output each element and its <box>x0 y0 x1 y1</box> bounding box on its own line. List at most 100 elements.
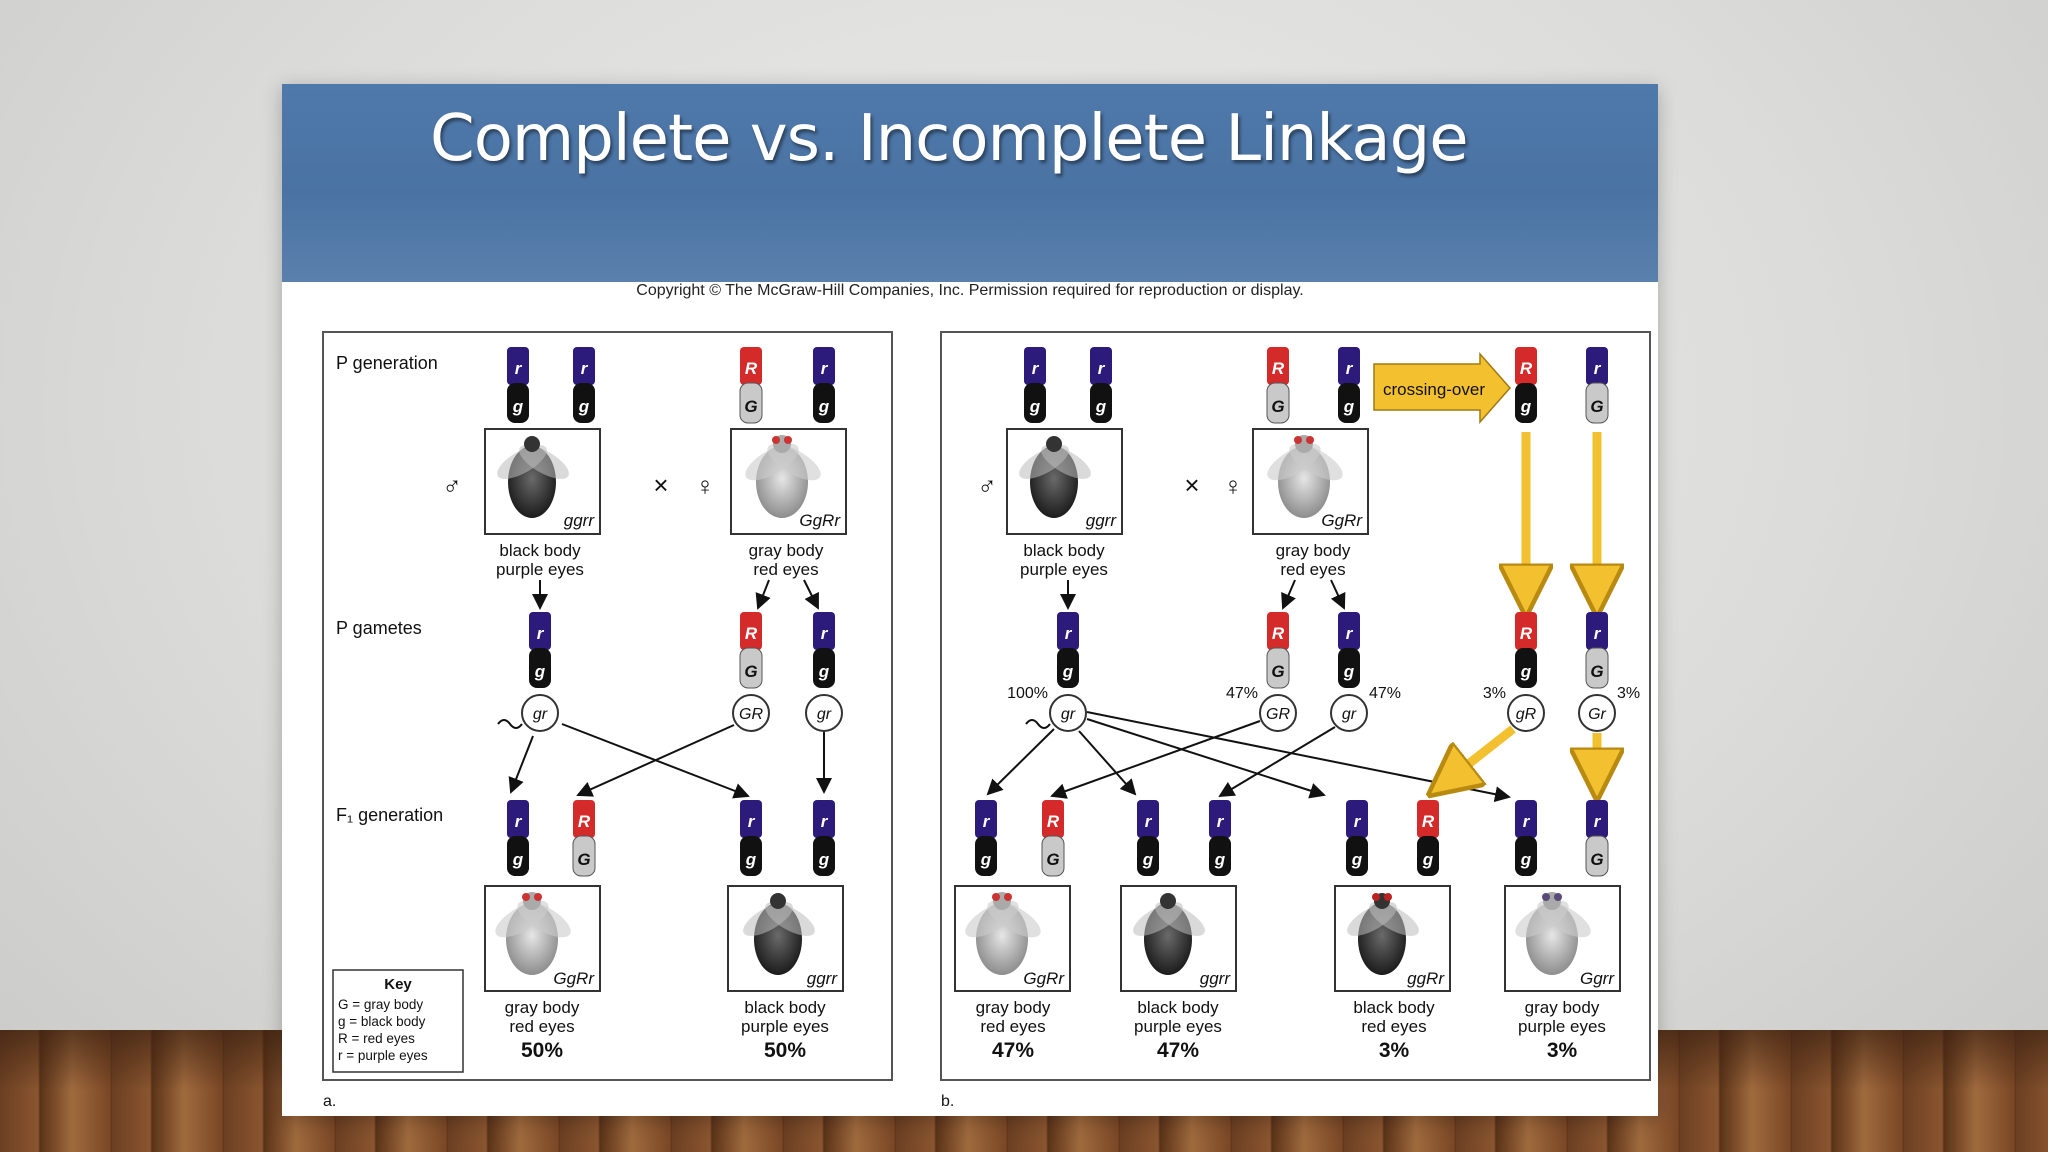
svg-text:g: g <box>1095 397 1107 416</box>
gamete-percent: 47% <box>1369 685 1401 702</box>
svg-text:R: R <box>578 812 591 831</box>
svg-text:G: G <box>1271 662 1284 681</box>
male-symbol: ♂ <box>977 471 997 501</box>
svg-text:g: g <box>980 850 992 869</box>
svg-text:ggrr: ggrr <box>807 969 839 988</box>
svg-text:g: g <box>578 397 590 416</box>
phenotype-line2: purple eyes <box>1020 560 1108 579</box>
offspring-percent: 3% <box>1547 1039 1578 1062</box>
crossing-over-label: crossing-over <box>1383 380 1485 399</box>
phenotype-line1: gray body <box>976 998 1051 1017</box>
phenotype-line1: gray body <box>1276 541 1351 560</box>
svg-text:r: r <box>581 359 589 378</box>
arrow <box>803 579 819 610</box>
phenotype-line2: red eyes <box>509 1017 574 1036</box>
svg-text:r: r <box>1032 359 1040 378</box>
female-symbol: ♀ <box>695 471 715 501</box>
svg-text:g: g <box>1029 397 1041 416</box>
gamete-chromosome: R G <box>1266 612 1290 689</box>
svg-text:r: r <box>1523 812 1531 831</box>
phenotype-line2: red eyes <box>753 560 818 579</box>
svg-text:ggRr: ggRr <box>1407 969 1445 988</box>
female-symbol: ♀ <box>1223 471 1243 501</box>
svg-text:g: g <box>818 397 830 416</box>
svg-text:g: g <box>1520 850 1532 869</box>
svg-text:G: G <box>744 397 757 416</box>
gamete-percent: 100% <box>1007 685 1048 702</box>
fly-genotype: ggrr <box>564 511 596 530</box>
svg-text:r: r <box>821 624 829 643</box>
svg-text:g: g <box>745 850 757 869</box>
svg-text:gr: gr <box>817 706 832 723</box>
gamete-chromosome: r G <box>1585 612 1609 689</box>
svg-text:R: R <box>745 359 758 378</box>
gamete-circle: GR <box>1259 694 1297 732</box>
svg-text:g: g <box>1142 850 1154 869</box>
phenotype-line2: purple eyes <box>496 560 584 579</box>
arrow <box>1050 720 1261 799</box>
svg-text:g: g <box>1343 662 1355 681</box>
svg-text:g: g <box>1422 850 1434 869</box>
arrow <box>986 728 1055 796</box>
gamete-circle: gr <box>1049 694 1087 732</box>
svg-text:g: g <box>1343 397 1355 416</box>
svg-text:GgRr: GgRr <box>1321 511 1363 530</box>
phenotype-line2: red eyes <box>1361 1017 1426 1036</box>
label-p-generation: P generation <box>336 353 438 373</box>
f1-chromosome: r g <box>1346 800 1368 876</box>
gamete-chromosome: r g <box>1338 612 1360 688</box>
svg-text:gr: gr <box>1342 706 1357 723</box>
yellow-arrow <box>1438 725 1516 788</box>
svg-text:R: R <box>745 624 758 643</box>
arrow <box>755 579 771 610</box>
panel-b-tag: b. <box>941 1093 954 1110</box>
svg-text:g: g <box>818 850 830 869</box>
arrow <box>1281 579 1296 610</box>
svg-text:GR: GR <box>739 706 763 723</box>
phenotype-line1: black body <box>1023 541 1105 560</box>
gamete-percent: 3% <box>1617 685 1640 702</box>
svg-text:r: r <box>1098 359 1106 378</box>
fly-image-ggrr: ggrr <box>484 428 601 535</box>
fly-image-GgRr: GgRr <box>954 885 1071 992</box>
arrow <box>576 724 735 797</box>
cross-symbol: × <box>1184 470 1199 500</box>
offspring-percent: 50% <box>521 1039 563 1062</box>
offspring-percent: 47% <box>1157 1039 1199 1062</box>
arrow <box>508 735 534 794</box>
f1-chromosome: r g <box>975 800 997 876</box>
svg-text:R: R <box>1520 624 1533 643</box>
linkage-diagram: P generation P gametes F₁ generation a. … <box>322 331 1651 1110</box>
phenotype-line1: gray body <box>1525 998 1600 1017</box>
copyright-notice: Copyright © The McGraw-Hill Companies, I… <box>636 282 1304 299</box>
gamete-circle: GR <box>732 694 770 732</box>
offspring-percent: 50% <box>764 1039 806 1062</box>
svg-text:ggrr: ggrr <box>1086 511 1118 530</box>
arrow <box>1086 718 1326 799</box>
gamete-chromosome: r g <box>1057 612 1079 688</box>
panel-a-frame <box>322 331 893 1081</box>
gamete-chromosome: R g <box>1515 612 1537 688</box>
cross-symbol: × <box>653 470 668 500</box>
label-p-gametes: P gametes <box>336 618 422 638</box>
svg-text:GgRr: GgRr <box>553 969 595 988</box>
fly-image-GgRr: GgRr <box>484 885 601 992</box>
f1-chromosome: r G <box>1585 800 1609 877</box>
gamete-percent: 3% <box>1483 685 1506 702</box>
svg-text:g: g <box>1214 850 1226 869</box>
svg-text:g: g <box>1351 850 1363 869</box>
gamete-chromosome: r g <box>529 612 551 688</box>
phenotype-line1: black body <box>744 998 826 1017</box>
fly-image-GgRr: GgRr <box>1252 428 1369 535</box>
svg-text:r: r <box>821 359 829 378</box>
svg-text:Ggrr: Ggrr <box>1580 969 1615 988</box>
f1-chromosome: r g <box>813 800 835 876</box>
svg-text:ggrr: ggrr <box>1200 969 1232 988</box>
sperm-tail <box>497 719 523 729</box>
svg-text:G: G <box>1590 850 1603 869</box>
gamete-circle: gR <box>1507 694 1545 732</box>
fly-image-ggrr: ggrr <box>727 885 844 992</box>
phenotype-line2: purple eyes <box>1518 1017 1606 1036</box>
offspring-percent: 3% <box>1379 1039 1410 1062</box>
gamete-circle: gr <box>521 694 559 732</box>
